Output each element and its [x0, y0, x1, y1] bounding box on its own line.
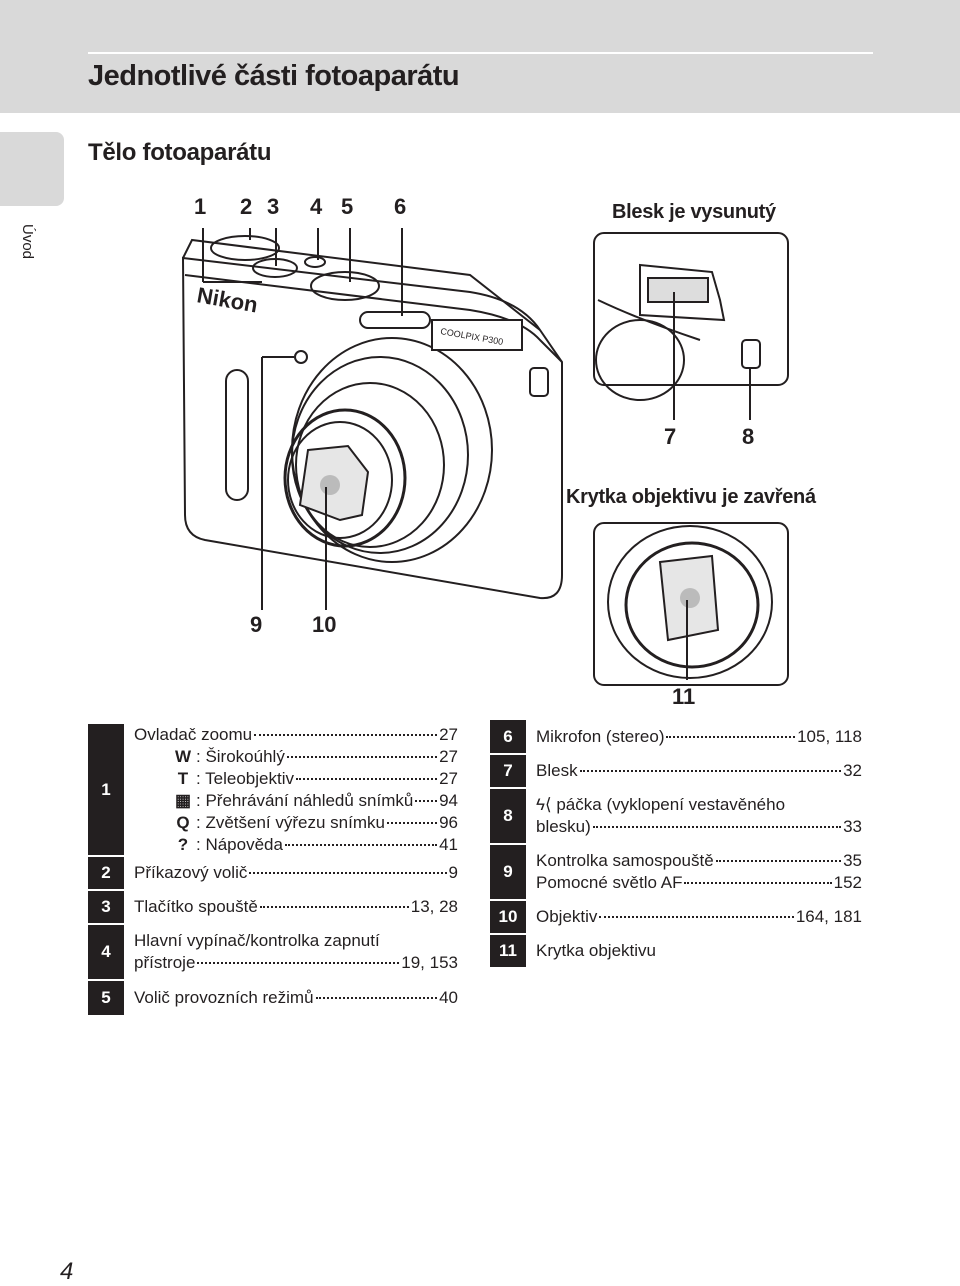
table-row: 8 ϟ⟨ páčka (vyklopení vestavěného blesku… [490, 788, 862, 845]
page-ref[interactable]: 27 [439, 747, 458, 766]
callout-5: 5 [341, 194, 354, 219]
callout-6: 6 [394, 194, 407, 219]
magnify-icon: Q [176, 813, 190, 832]
part-number: 10 [490, 900, 526, 935]
thumbnail-icon: ▦ [174, 791, 192, 810]
part-label: Tlačítko spouště [134, 897, 258, 916]
part-label: Pomocné světlo AF [536, 873, 683, 892]
table-row: 7 Blesk 32 [490, 754, 862, 789]
header-rule [88, 52, 873, 54]
part-label: : Zvětšení výřezu snímku [196, 813, 385, 832]
part-label: Krytka objektivu [536, 941, 656, 960]
part-label: Blesk [536, 761, 578, 780]
callout-9: 9 [250, 612, 263, 637]
part-label: blesku) [536, 817, 591, 836]
part-label: Hlavní vypínač/kontrolka zapnutí [134, 931, 380, 950]
callout-11: 11 [672, 684, 696, 709]
part-number: 3 [88, 890, 124, 925]
table-row: 11 Krytka objektivu [490, 934, 862, 969]
page-ref[interactable]: 96 [439, 813, 458, 832]
page-ref[interactable]: 9 [448, 863, 458, 882]
table-row: 3 Tlačítko spouště 13, 28 [88, 890, 458, 925]
part-label: Mikrofon (stereo) [536, 727, 665, 746]
zoom-tele-icon: T [177, 769, 189, 788]
callout-10: 10 [312, 612, 337, 637]
table-row: 2 Příkazový volič 9 [88, 856, 458, 891]
part-label: ϟ⟨ páčka (vyklopení vestavěného [536, 795, 786, 814]
part-number: 1 [88, 724, 124, 857]
page-ref[interactable]: 32 [843, 761, 862, 780]
part-label: Volič provozních režimů [134, 988, 314, 1007]
callout-8: 8 [742, 424, 755, 449]
page-ref[interactable]: 40 [439, 988, 458, 1007]
part-number: 4 [88, 924, 124, 981]
part-description: Ovladač zoomu 27 W: Širokoúhlý 27 T : Teleo… [124, 724, 458, 856]
camera-illustration: Nikon COOLPIX P300 [181, 228, 789, 686]
zoom-wide-icon: W [174, 747, 192, 766]
header-band [0, 0, 960, 113]
flash-caption: Blesk je vysunutý [612, 201, 776, 223]
section-title: Tělo fotoaparátu [88, 139, 272, 166]
part-label: přístroje [134, 953, 196, 972]
chapter-title: Jednotlivé části fotoaparátu [88, 60, 460, 92]
table-row: 4 Hlavní vypínač/kontrolka zapnutí příst… [88, 924, 458, 981]
part-number: 8 [490, 788, 526, 845]
part-number: 7 [490, 754, 526, 789]
page-ref[interactable]: 13, 28 [410, 897, 458, 916]
parts-table-left: 1 Ovladač zoomu 27 W: Širokoúhlý 27 T : Tel… [88, 724, 458, 1017]
table-row: 5 Volič provozních režimů 40 [88, 980, 458, 1017]
page-ref[interactable]: 105, 118 [797, 727, 862, 746]
table-row: 6 Mikrofon (stereo) 105, 118 [490, 720, 862, 755]
page-ref[interactable]: 94 [439, 791, 458, 810]
part-label: Ovladač zoomu [134, 725, 253, 744]
page-ref[interactable]: 19, 153 [401, 953, 458, 972]
callout-4: 4 [310, 194, 323, 219]
page-ref[interactable]: 27 [439, 725, 458, 744]
callout-2: 2 [240, 194, 253, 219]
page-ref[interactable]: 33 [843, 817, 862, 836]
part-label: : Teleobjektiv [196, 769, 294, 788]
part-number: 5 [88, 980, 124, 1017]
lens-caption: Krytka objektivu je zavřená [566, 486, 816, 508]
page-ref[interactable]: 35 [843, 851, 862, 870]
part-label: Kontrolka samospouště [536, 851, 714, 870]
page-number: 4 [60, 1258, 74, 1285]
part-label: Objektiv [536, 907, 598, 926]
callout-3: 3 [267, 194, 280, 219]
help-icon: ? [177, 835, 189, 854]
part-number: 6 [490, 720, 526, 755]
page-ref[interactable]: 152 [833, 873, 862, 892]
callout-1: 1 [194, 194, 207, 219]
page-ref[interactable]: 27 [439, 769, 458, 788]
part-label: : Nápověda [196, 835, 283, 854]
table-row: 9 Kontrolka samospouště 35 Pomocné světlo… [490, 844, 862, 901]
parts-table-right: 6 Mikrofon (stereo) 105, 118 7 Blesk 32 8 … [490, 720, 862, 969]
part-label: Příkazový volič [134, 863, 248, 882]
part-label: : Širokoúhlý [196, 747, 285, 766]
callout-7: 7 [664, 424, 677, 449]
table-row: 10 Objektiv 164, 181 [490, 900, 862, 935]
part-number: 2 [88, 856, 124, 891]
part-label: : Přehrávání náhledů snímků [196, 791, 414, 810]
part-number: 11 [490, 934, 526, 969]
table-row: 1 Ovladač zoomu 27 W: Širokoúhlý 27 T : Tel… [88, 724, 458, 857]
page-ref[interactable]: 41 [439, 835, 458, 854]
page-ref[interactable]: 164, 181 [795, 907, 862, 926]
side-tab[interactable] [0, 132, 64, 206]
part-number: 9 [490, 844, 526, 901]
